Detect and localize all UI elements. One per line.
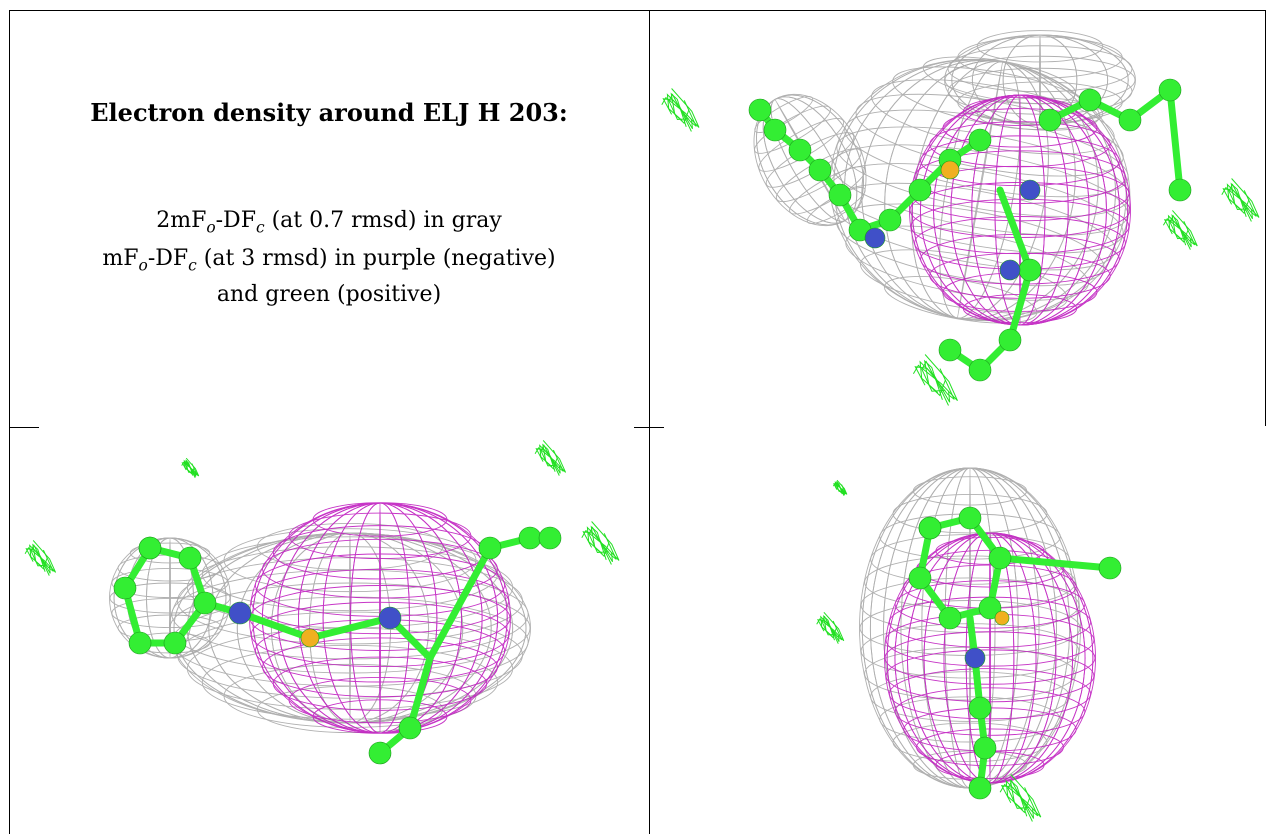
green-density-blob [832, 479, 848, 497]
gray-density-mesh-arm [753, 93, 867, 227]
density-render-2 [24, 440, 620, 765]
purple-density-mesh [249, 502, 511, 734]
sulfur-atoms [300, 628, 320, 648]
ligand-bonds [996, 554, 1114, 572]
density-render-3 [816, 467, 1122, 822]
green-density-blob [661, 88, 700, 132]
right-border [1265, 10, 1266, 426]
green-density-blob [999, 774, 1042, 822]
green-density-blob [534, 440, 567, 476]
caption-line-green: and green (positive) [216, 282, 442, 307]
green-density-blob [581, 521, 620, 565]
caption-title: Electron density around ELJ H 203: [90, 98, 568, 127]
carbon-atoms [748, 78, 1192, 382]
green-density-blob [1221, 178, 1260, 222]
view-1 [650, 10, 1265, 427]
sulfur-atoms [940, 160, 960, 180]
figure-grid: Electron density around ELJ H 203: 2mFo-… [9, 10, 1266, 834]
nitrogen-atoms [228, 601, 402, 630]
left-border [9, 10, 10, 834]
green-density-blob [816, 611, 845, 644]
green-density-blob [181, 457, 200, 479]
density-render-1 [661, 30, 1260, 406]
middle-divider-center [634, 427, 664, 428]
caption-panel: Electron density around ELJ H 203: 2mFo-… [9, 10, 649, 436]
view-3 [650, 428, 1265, 834]
sulfur-atoms [994, 610, 1010, 626]
carbon-atoms [113, 526, 562, 765]
green-density-blob [912, 354, 958, 406]
green-density-blob [24, 540, 57, 576]
caption-line-gray: 2mFo-DFc (at 0.7 rmsd) in gray [156, 208, 502, 237]
carbon-atoms [908, 506, 1122, 800]
nitrogen-atoms [964, 647, 986, 669]
purple-density-mesh [909, 94, 1131, 326]
top-border [9, 10, 1266, 11]
middle-divider-left [9, 427, 39, 428]
center-divider [649, 10, 650, 834]
nitrogen-atoms [864, 179, 1041, 281]
view-2 [10, 428, 649, 834]
caption-line-purple: mFo-DFc (at 3 rmsd) in purple (negative) [102, 246, 556, 275]
gray-density-mesh-top [944, 30, 1136, 130]
gray-density-mesh-ring [109, 537, 231, 659]
green-density-blob [1162, 210, 1198, 250]
